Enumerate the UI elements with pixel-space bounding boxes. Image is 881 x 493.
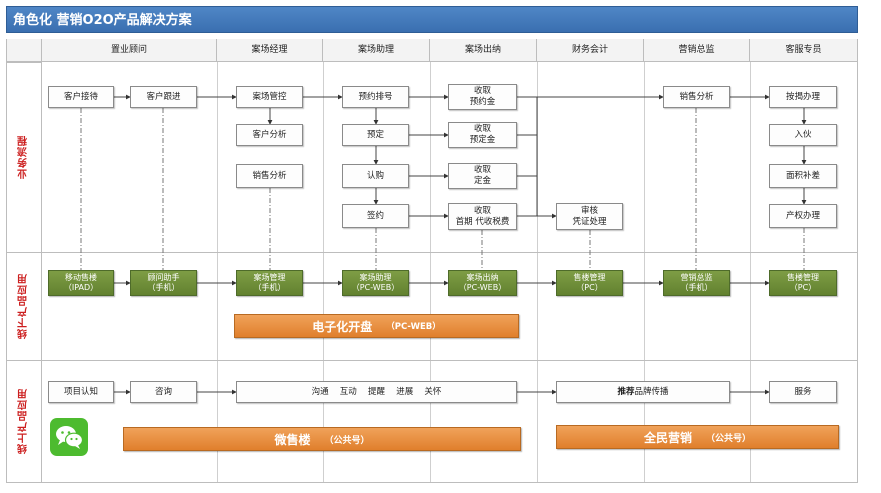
box-line-1: 收取	[473, 86, 491, 96]
box-xiaoshou-fenxi-mgr: 销售分析	[236, 164, 303, 188]
box-yuyue-paihao: 预约排号	[342, 86, 409, 108]
box-anjie-banli: 按揭办理	[769, 86, 837, 108]
bar-wei-shoulou: 微售楼 （公共号）	[123, 427, 521, 451]
offline-anchang-guanli: 案场管理 （手机）	[236, 270, 303, 296]
box-kehu-genjin: 客户跟进	[130, 86, 197, 108]
box-shenhe: 审核 凭证处理	[556, 203, 623, 230]
product-platform: （手机）	[253, 283, 286, 292]
grid-line	[537, 62, 538, 482]
product-name: 营销总监	[680, 273, 713, 282]
offline-yingxiao-zongjian: 营销总监 （手机）	[663, 270, 730, 296]
offline-yidong-shoulou: 移动售楼 （IPAD）	[48, 270, 114, 296]
product-name: 案场出纳	[466, 273, 499, 282]
offline-anchang-chuna: 案场出纳 （PC-WEB）	[448, 270, 517, 296]
box-shouqu-dingjin: 收取 定金	[448, 163, 517, 189]
offline-anchang-zhuli: 案场助理 （PC-WEB）	[342, 270, 409, 296]
box-rengou: 认购	[342, 164, 409, 188]
bar-quanmin-yingxiao: 全民营销 （公共号）	[556, 425, 839, 449]
box-line-2: 预定金	[469, 135, 496, 145]
grid-line	[323, 62, 324, 482]
product-name: 顾问助手	[147, 273, 180, 282]
bar-sub-text: （公共号）	[706, 433, 752, 444]
box-qianyue: 签约	[342, 204, 409, 228]
product-name: 案场助理	[359, 273, 392, 282]
lane-divider	[6, 360, 858, 361]
product-platform: （PC）	[789, 283, 817, 292]
product-platform: （PC-WEB）	[458, 283, 507, 292]
box-line-2: 定金	[473, 176, 491, 186]
grid-line	[430, 62, 431, 482]
box-shouqu-yudingjin: 收取 预定金	[448, 122, 517, 148]
bar-main-text: 电子化开盘	[312, 319, 373, 334]
product-name: 案场管理	[253, 273, 286, 282]
col-header-anchang-zhuli: 案场助理	[323, 39, 430, 62]
product-name: 售楼管理	[787, 273, 819, 282]
box-shouqu-yuyuejin: 收取 预约金	[448, 84, 517, 110]
box-line-2: 凭证处理	[572, 216, 607, 227]
box-goutong: 沟通 互动 提醒 进展 关怀	[236, 381, 517, 403]
lane-divider	[6, 482, 858, 483]
box-tuijian: 推荐 品牌传播	[556, 381, 730, 403]
box-line-1: 审核	[580, 205, 598, 216]
product-platform: （PC-WEB）	[351, 283, 400, 292]
bar-dianzihua-kaipan: 电子化开盘 （PC-WEB）	[234, 314, 519, 338]
box-shouqu-shouqi: 收取 首期 代收税费	[448, 203, 517, 230]
box-xiaoshou-fenxi-dir: 销售分析	[663, 86, 730, 108]
product-platform: （手机）	[147, 283, 180, 292]
offline-guwen-zhushou: 顾问助手 （手机）	[130, 270, 197, 296]
box-chanquan-banli: 产权办理	[769, 204, 837, 228]
box-zixun: 咨询	[130, 381, 197, 403]
bar-main-text: 微售楼	[274, 432, 311, 447]
product-platform: （手机）	[680, 283, 713, 292]
grid-line	[750, 62, 751, 482]
box-line-2: 首期 代收税费	[455, 216, 510, 227]
box-line-1: 收取	[473, 205, 491, 216]
product-name: 移动售楼	[65, 273, 97, 282]
box-xiangmu-renzhi: 项目认知	[48, 381, 114, 403]
bar-sub-text: （PC-WEB）	[386, 322, 441, 332]
wechat-icon	[50, 418, 88, 456]
grid-line	[857, 39, 858, 482]
bar-sub-text: （公共号）	[324, 435, 370, 446]
box-line-1: 收取	[473, 165, 491, 175]
col-header-anchang-jingli: 案场经理	[217, 39, 323, 62]
col-header-anchang-chuna: 案场出纳	[430, 39, 537, 62]
col-header-caiwu: 财务会计	[537, 39, 644, 62]
product-platform: （IPAD）	[63, 283, 99, 292]
bar-main-text: 全民营销	[643, 430, 692, 445]
col-header-yingxiao-zongjian: 营销总监	[644, 39, 750, 62]
grid-line	[217, 62, 218, 482]
lane-divider	[6, 252, 858, 253]
tuijian-bold-text: 推荐	[617, 386, 635, 397]
product-platform: （PC）	[576, 283, 603, 292]
col-header-zhiye: 置业顾问	[42, 39, 217, 62]
product-name: 售楼管理	[573, 273, 606, 282]
corner-cell	[6, 39, 42, 62]
box-line-1: 收取	[473, 124, 491, 134]
box-mianji-bucha: 面积补差	[769, 164, 837, 188]
box-fuwu: 服务	[769, 381, 837, 403]
offline-shoulou-guanli-service: 售楼管理 （PC）	[769, 270, 837, 296]
box-ruhuo: 入伙	[769, 124, 837, 146]
box-yuding: 预定	[342, 124, 409, 146]
box-anchang-guankong: 案场管控	[236, 86, 303, 108]
grid-line	[644, 62, 645, 482]
page-title: 角色化 营销O2O产品解决方案	[6, 6, 858, 33]
box-line-2: 预约金	[469, 97, 496, 107]
offline-shoulou-guanli-finance: 售楼管理 （PC）	[556, 270, 623, 296]
box-kehu-fenxi: 客户分析	[236, 124, 303, 146]
box-kehu-jiedai: 客户接待	[48, 86, 114, 108]
tuijian-rest-text: 品牌传播	[634, 386, 669, 397]
